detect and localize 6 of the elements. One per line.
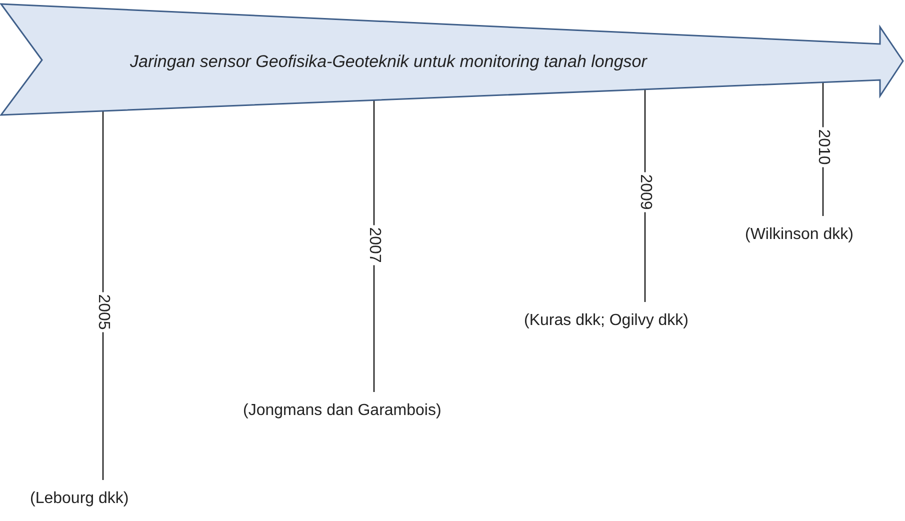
citation-text: (Wilkinson dkk) <box>745 226 854 244</box>
citation-text: (Kuras dkk; Ogilvy dkk) <box>524 312 688 330</box>
citation-text: (Lebourg dkk) <box>30 490 129 508</box>
citation-text: (Jongmans dan Garambois) <box>243 402 442 420</box>
leader-line <box>102 110 104 480</box>
timeline-title: Jaringan sensor Geofisika-Geoteknik untuk monitoring tanah longsor <box>130 52 647 72</box>
